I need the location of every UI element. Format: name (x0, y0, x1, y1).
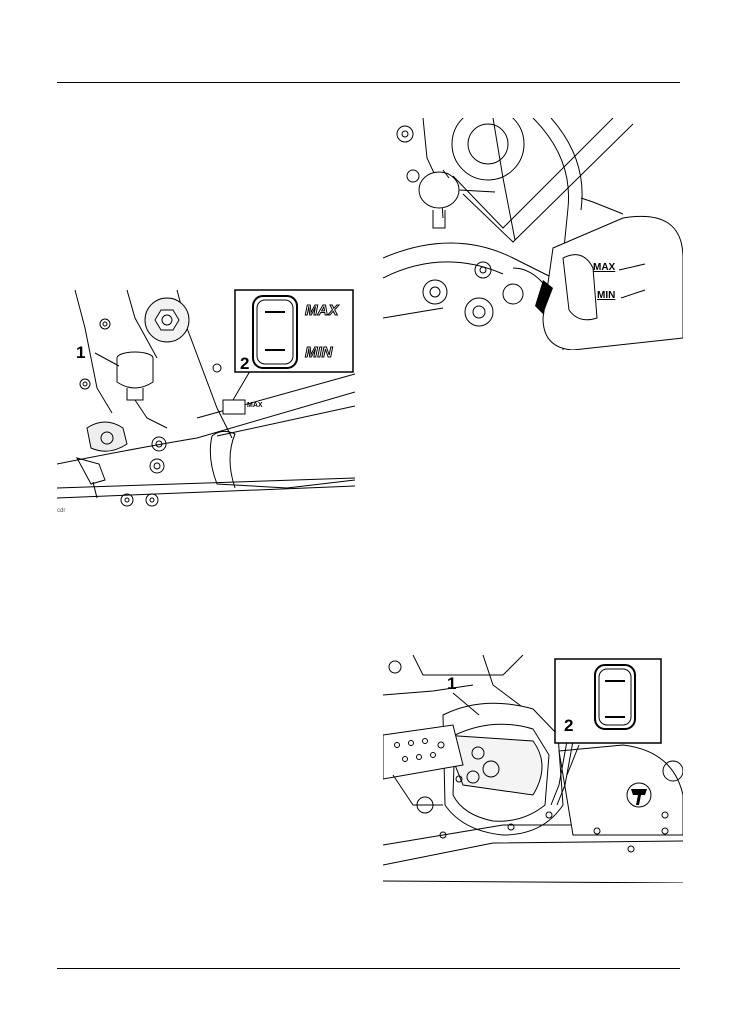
figure-rear-brake-reservoir: 1 2 MAX MIN MAX cdr (57, 288, 355, 520)
image-code: cdr (57, 508, 65, 514)
header-rule (57, 82, 680, 83)
footer-rule (57, 968, 680, 969)
callout-2: 2 (564, 717, 573, 734)
callout-1: 1 (447, 675, 456, 692)
figure-engine-cover-reservoir: 1 2 (383, 655, 683, 883)
min-level-label: MIN (597, 290, 615, 301)
max-level-label: MAX (593, 262, 615, 273)
reservoir-max-mark: MAX (247, 402, 263, 409)
figure-1-illustration (57, 288, 355, 520)
callout-1: 1 (76, 344, 85, 361)
figure-front-brake-reservoir: MAX MIN (383, 118, 683, 350)
callout-2: 2 (240, 355, 249, 372)
inset-min-label: MIN (305, 344, 333, 361)
inset-max-label: MAX (305, 302, 338, 319)
figure-2-illustration (383, 118, 683, 350)
figure-3-illustration (383, 655, 683, 883)
